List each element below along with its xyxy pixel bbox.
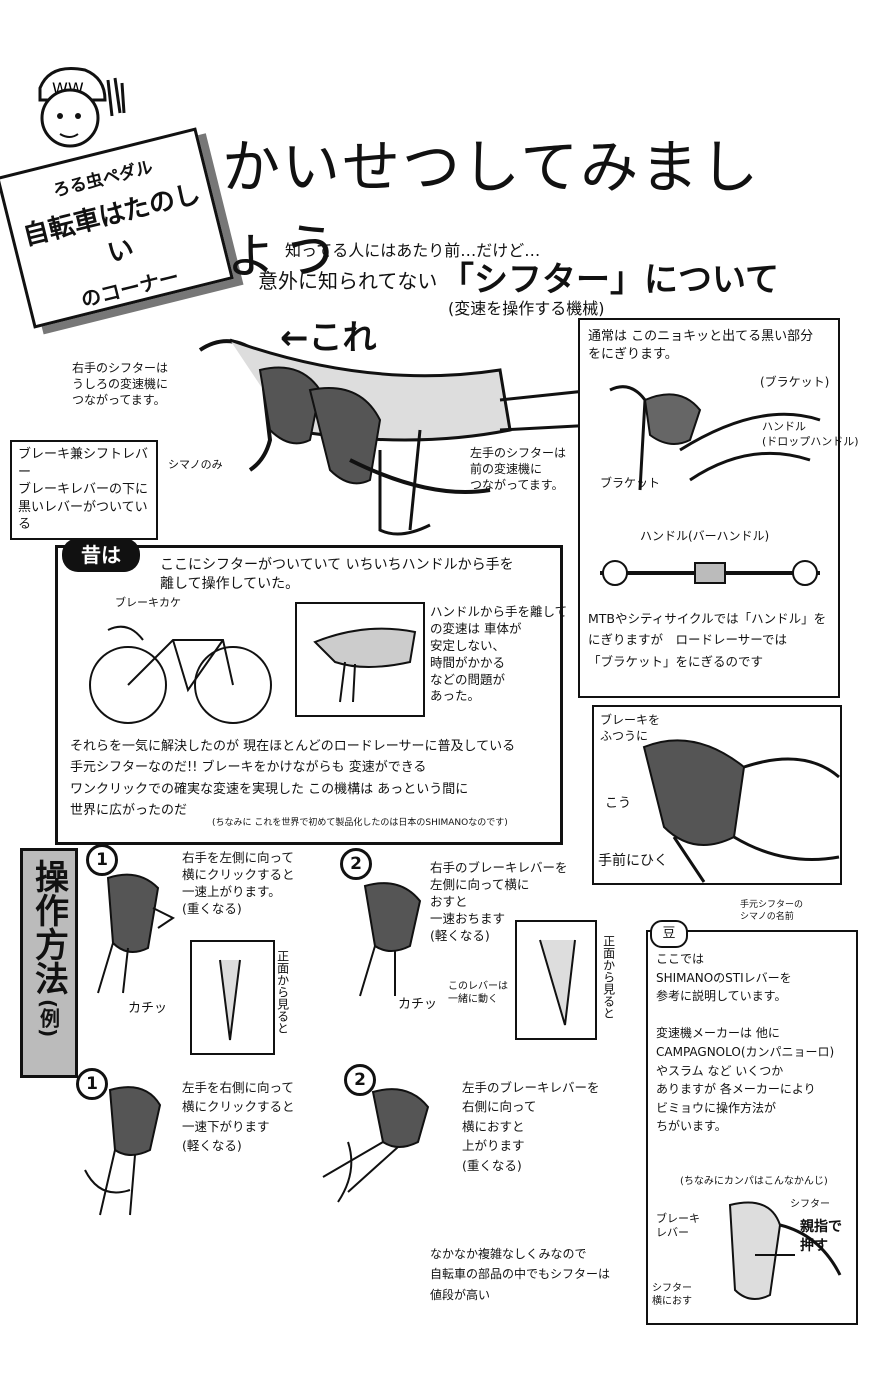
bar-handle-label: ハンドル(バーハンドル) xyxy=(640,529,770,543)
bracket-bottom-label: ブラケット xyxy=(600,476,661,490)
mukashi-headline: ここにシフターがついていて いちいちハンドルから手を 離して操作していた。 xyxy=(160,557,514,592)
bracket-panel xyxy=(578,318,840,698)
brake-lever-box: ブレーキ兼シフトレバー ブレーキレバーの下に 黒いレバーがついている xyxy=(10,440,158,540)
step-2-number: 2 xyxy=(340,848,372,880)
step-1-side-note: 正面から見ると xyxy=(275,950,290,1034)
mukashi-detail: ハンドルから手を離して の変速は 車体が 安定しない、 時間がかかる などの問題… xyxy=(430,604,568,704)
step-4-text: 左手のブレーキレバーを 右側に向って 横におすと 上がります (重くなる) xyxy=(462,1080,600,1173)
bar-handle-illustration xyxy=(600,560,820,586)
bracket-illustration xyxy=(609,385,821,491)
brake-photo-label-top: ブレーキを ふつうに xyxy=(600,713,661,744)
step-1-illustration xyxy=(97,873,175,994)
intro-text-2: 意外に知られてない xyxy=(258,269,438,293)
sousa-side-label: 操作方法 (例) xyxy=(20,848,78,1078)
old-shifter-illustration xyxy=(295,602,425,717)
intro-text: 知ってる人にはあたり前…だけど… xyxy=(285,241,541,260)
step-1-front-illustration xyxy=(190,940,275,1055)
step-1-fig-label: カチッ xyxy=(128,1001,168,1016)
campy-shifter-label: シフター xyxy=(790,1199,830,1210)
step-1-text: 右手を左側に向って 横にクリックすると 一速上がります。 (重くなる) xyxy=(182,850,295,916)
mame-callout: 手元シフターの シマノの名前 xyxy=(740,900,804,922)
step-4-illustration xyxy=(322,1088,430,1203)
step-2-front-illustration xyxy=(515,920,597,1040)
brake-photo-label-mid: こう xyxy=(605,796,632,811)
arrow-pointer-label: ←これ xyxy=(280,318,377,358)
right-shifter-note: 右手のシフターは うしろの変速機に つながってます。 xyxy=(72,361,169,408)
mascot-avatar: WW xyxy=(20,58,130,168)
campy-side-label: シフター 横におす xyxy=(652,1283,692,1307)
brake-photo-label-bottom: 手前にひく xyxy=(598,853,668,869)
step-2-text: 右手のブレーキレバーを 左側に向って横に おすと 一速おちます (軽くなる) xyxy=(430,860,568,943)
brake-lever-note: シマノのみ xyxy=(168,458,223,471)
old-bike-illustration xyxy=(89,625,272,724)
mukashi-summary: それらを一気に解決したのが 現在ほとんどのロードレーサーに普及している 手元シフ… xyxy=(70,739,516,819)
mame-badge: 豆 xyxy=(650,920,688,948)
campy-note: (ちなみにカンパはこんなかんじ) xyxy=(680,1176,828,1187)
mukashi-summary-note: (ちなみに これを世界で初めて製品化したのは日本のSHIMANOなのです) xyxy=(212,818,508,828)
mame-badge-text: 豆 xyxy=(662,926,676,941)
campy-brake-label: ブレーキ レバー xyxy=(656,1212,700,1240)
step-3-number: 1 xyxy=(76,1068,108,1100)
left-shifter-note: 左手のシフターは 前の変速機に つながってます。 xyxy=(470,446,567,493)
mame-body: ここでは SHIMANOのSTIレバーを 参考に説明しています。 変速機メーカー… xyxy=(656,952,835,1134)
bracket-label: (ブラケット) xyxy=(760,375,830,389)
step-4-number: 2 xyxy=(344,1064,376,1096)
brake-label: ブレーキカケ xyxy=(115,596,181,609)
sousa-side-sub: (例) xyxy=(36,999,61,1038)
mukashi-badge-text: 昔は xyxy=(81,543,121,567)
step-2-fig-label: カチッ xyxy=(398,997,438,1012)
handle-label: ハンドル (ドロップハンドル) xyxy=(762,420,859,448)
step-2-side-note: 正面から見ると xyxy=(601,935,616,1019)
mtb-explanation: MTBやシティサイクルでは「ハンドル」を にぎりますが ロードレーサーでは 「ブ… xyxy=(588,611,827,669)
step-2-small: このレバーは 一緒に動く xyxy=(448,981,508,1005)
step-2-illustration xyxy=(359,882,422,997)
topic-subtitle: (変速を操作する機械) xyxy=(448,299,605,318)
brake-photo-panel xyxy=(592,705,842,885)
step-1-number: 1 xyxy=(86,844,118,876)
page-title: かいせつしてみましょう xyxy=(222,133,761,285)
step-3-illustration xyxy=(84,1086,162,1216)
campy-thumb-label: 親指で 押す xyxy=(800,1219,842,1254)
bracket-text: 通常は このニョキッと出てる黒い部分 をにぎります。 xyxy=(588,329,814,362)
campagnolo-illustration xyxy=(728,1201,842,1300)
topic-heading: 「シフター」について xyxy=(440,260,779,300)
sousa-side-label-text: 操作方法 xyxy=(28,859,69,995)
handlebar-illustration xyxy=(198,338,691,536)
mukashi-badge: 昔は xyxy=(62,538,140,572)
bottom-note: なかなか複雑なしくみなので 自転車の部品の中でもシフターは 値段が高い xyxy=(430,1247,611,1302)
step-3-text: 左手を右側に向って 横にクリックすると 一速下がります (軽くなる) xyxy=(182,1080,295,1154)
brake-hand-illustration xyxy=(642,739,840,883)
mascot-icon: WW xyxy=(38,67,126,148)
